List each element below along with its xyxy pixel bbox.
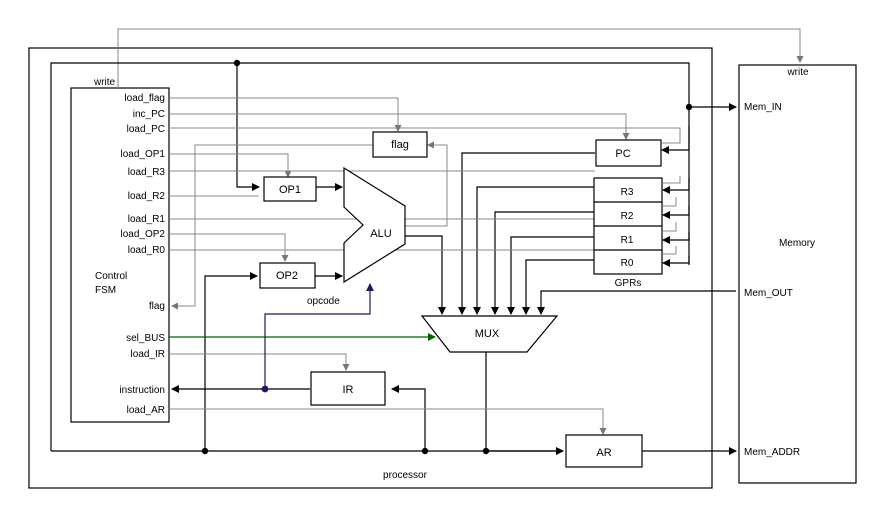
opcode-label: opcode: [307, 296, 340, 307]
op2-register: [259, 262, 316, 289]
pc-register: [595, 139, 662, 167]
mem-addr-label: Mem_ADDR: [744, 447, 800, 458]
ir-label: IR: [343, 384, 354, 396]
signal-flag: flag: [149, 301, 165, 312]
signal-sel-bus: sel_BUS: [126, 333, 165, 344]
flag-label: flag: [391, 139, 409, 151]
signal-instruction: instruction: [119, 385, 165, 396]
memory-box: [738, 64, 857, 484]
signal-load-op2: load_OP2: [121, 229, 166, 240]
fsm-title-line2: FSM: [95, 285, 116, 296]
memory-write-label: write: [786, 67, 809, 78]
signal-load-r3: load_R3: [128, 167, 166, 178]
write-line: [117, 28, 804, 88]
register-feedback: [183, 127, 681, 255]
r0-label: R0: [621, 258, 634, 269]
flag-register: [372, 131, 428, 158]
fsm-title-line1: Control: [95, 271, 127, 282]
signal-load-ir: load_IR: [131, 349, 165, 360]
opcode-line: [264, 283, 374, 389]
ir-register: [310, 371, 386, 406]
op2-label: OP2: [276, 270, 298, 282]
processor-box: [28, 47, 713, 489]
processor-label: processor: [383, 470, 428, 481]
mux-label: MUX: [475, 328, 500, 340]
signal-load-r2: load_R2: [128, 191, 166, 202]
signal-load-r1: load_R1: [128, 214, 166, 225]
signal-load-op1: load_OP1: [121, 149, 166, 160]
alu-label: ALU: [370, 228, 391, 240]
mem-out-label: Mem_OUT: [744, 288, 793, 299]
ar-label: AR: [596, 447, 611, 459]
gprs-bank: [593, 177, 663, 275]
mux-block: [420, 315, 559, 353]
op1-label: OP1: [279, 184, 301, 196]
r2-label: R2: [621, 211, 634, 222]
data-bus: [50, 62, 737, 455]
pc-label: PC: [615, 148, 630, 160]
r1-label: R1: [621, 235, 634, 246]
alu-block: [343, 166, 406, 284]
signal-load-ar: load_AR: [127, 405, 165, 416]
op1-register: [263, 176, 317, 202]
signal-load-flag: load_flag: [124, 93, 165, 104]
signal-inc-pc: inc_PC: [133, 109, 165, 120]
fsm-write-label: write: [93, 77, 116, 88]
signal-load-r0: load_R0: [128, 245, 166, 256]
signal-load-pc: load_PC: [127, 124, 165, 135]
mem-in-label: Mem_IN: [744, 102, 782, 113]
memory-title: Memory: [779, 238, 815, 249]
gprs-label: GPRs: [615, 278, 642, 289]
ar-register: [565, 434, 643, 468]
control-fsm-box: [70, 87, 170, 423]
junction-dots: [201, 59, 693, 455]
r3-label: R3: [621, 187, 634, 198]
